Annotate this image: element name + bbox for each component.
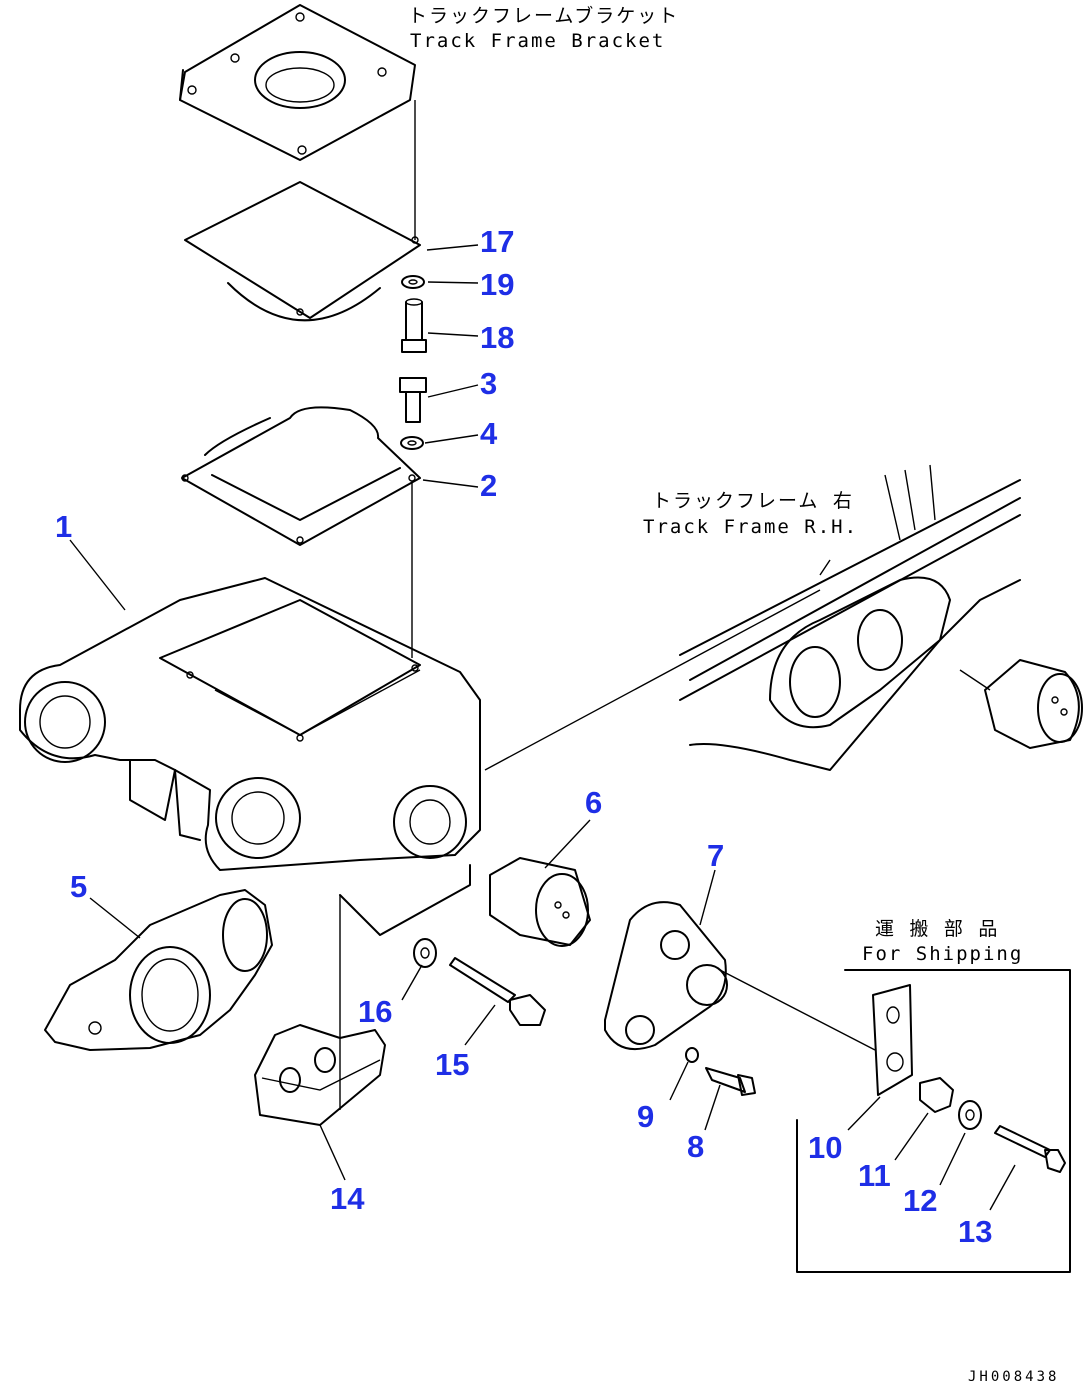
callout-2: 2 <box>480 468 497 503</box>
part-15-bolt <box>449 957 546 1026</box>
part-4-washer <box>400 436 424 450</box>
callout-17: 17 <box>480 224 514 259</box>
part-14-block <box>254 1024 386 1126</box>
frame-rh-label-jp: トラックフレーム 右 <box>652 490 854 512</box>
part-7-plate <box>604 901 876 1051</box>
callout-16: 16 <box>358 994 392 1029</box>
part-1-frame <box>19 577 481 936</box>
frame-rh-label-en: Track Frame R.H. <box>643 516 858 538</box>
bracket-label-jp: トラックフレームブラケット <box>408 4 679 27</box>
drawing-code: JH008438 <box>968 1369 1059 1385</box>
callout-18: 19 <box>480 267 514 302</box>
part-11-bushing <box>919 1077 954 1113</box>
part-6-roller <box>489 857 591 947</box>
callout-10: 10 <box>808 1130 842 1165</box>
shipping-label-jp: 運 搬 部 品 <box>875 918 999 940</box>
callout-7: 7 <box>707 838 724 873</box>
callout-6: 6 <box>585 785 602 820</box>
part-19-washer <box>401 275 425 289</box>
part-16-washer <box>413 938 437 968</box>
part-2-mount <box>181 406 421 546</box>
part-18-bolt <box>401 298 427 353</box>
part-13-bolt <box>994 1125 1066 1173</box>
callout-11: 11 <box>858 1158 891 1193</box>
part-8-bolt <box>705 1067 756 1096</box>
callout-14: 14 <box>330 1181 365 1216</box>
callout-8: 8 <box>687 1129 704 1164</box>
callout-18-b: 18 <box>480 320 514 355</box>
part-17-seal <box>184 181 421 322</box>
roller-right <box>959 659 1083 749</box>
part-9-washer <box>685 1047 699 1063</box>
callout-13: 13 <box>958 1214 992 1249</box>
callout-3: 3 <box>480 366 497 401</box>
part-12-washer <box>958 1100 982 1130</box>
callout-9: 9 <box>637 1099 654 1134</box>
callout-1: 1 <box>55 509 72 544</box>
part-10-bracket <box>872 984 913 1096</box>
track-frame-bracket <box>179 4 416 161</box>
callout-12: 12 <box>903 1183 937 1218</box>
track-frame-rh <box>484 464 1021 771</box>
bracket-label-en: Track Frame Bracket <box>410 30 665 52</box>
callout-15: 15 <box>435 1047 469 1082</box>
callout-5: 5 <box>70 869 87 904</box>
shipping-label-en: For Shipping <box>862 943 1023 965</box>
leader-lines <box>69 244 1016 1211</box>
callout-4: 4 <box>480 416 498 451</box>
shipping-box <box>796 969 1071 1273</box>
part-3-bolt <box>399 377 427 423</box>
part-5-arm <box>44 889 273 1051</box>
